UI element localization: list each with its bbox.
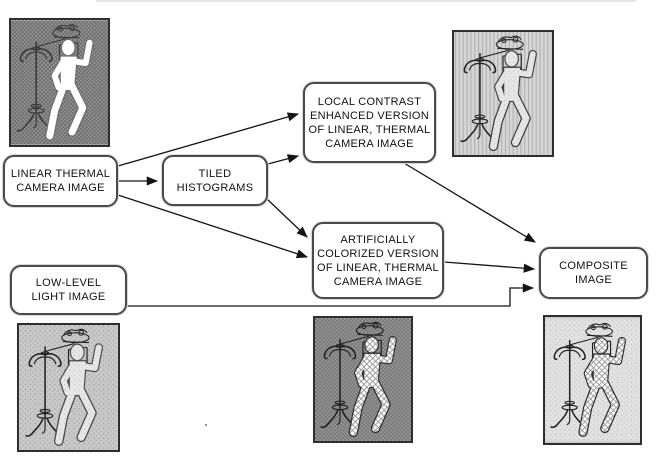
arrow-histograms-to-colorized [266,198,308,238]
arrow-thermal-to-enhanced [117,112,300,167]
arrow-colorized-to-composite [443,261,536,273]
arrow-histograms-to-enhanced [267,154,300,165]
box-local-contrast-label: LOCAL CONTRAST ENHANCED VERSION OF LINEA… [308,95,431,150]
colorized-figure [313,316,413,443]
arrow-enhanced-to-composite [403,162,536,243]
box-low-level-light-label: LOW-LEVEL LIGHT IMAGE [31,277,106,303]
box-tiled-histograms: TILED HISTOGRAMS [162,155,268,206]
low-level-light-figure [17,323,120,452]
box-local-contrast-enhanced: LOCAL CONTRAST ENHANCED VERSION OF LINEA… [303,82,436,163]
contrast-enhanced-figure [452,30,554,157]
arrow-thermal-to-colorized [117,194,309,259]
box-linear-thermal-camera-image: LINEAR THERMAL CAMERA IMAGE [3,155,118,207]
composite-figure [543,315,642,445]
box-composite-image: COMPOSITE IMAGE [539,247,648,299]
box-artificially-colorized: ARTIFICIALLY COLORIZED VERSION OF LINEAR… [312,222,444,299]
box-composite-image-label: COMPOSITE IMAGE [559,260,628,286]
box-artificially-colorized-label: ARTIFICIALLY COLORIZED VERSION OF LINEAR… [317,233,439,288]
box-tiled-histograms-label: TILED HISTOGRAMS [176,167,254,194]
scan-artifact [96,0,636,2]
box-low-level-light-image: LOW-LEVEL LIGHT IMAGE [10,265,127,315]
thermal-image-figure [9,18,110,147]
box-linear-thermal-label: LINEAR THERMAL CAMERA IMAGE [10,168,111,194]
scan-speck [205,424,207,426]
arrow-lowlevel-to-composite [127,283,535,307]
